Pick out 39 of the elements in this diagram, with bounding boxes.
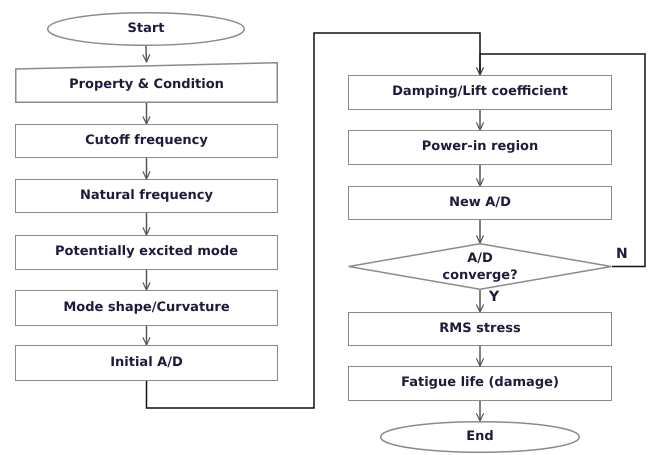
process-box <box>15 124 278 158</box>
input-box <box>15 62 278 103</box>
arrow <box>142 326 151 346</box>
arrow <box>142 158 151 180</box>
step-label: Power-in region <box>422 139 538 156</box>
process-box <box>348 366 612 401</box>
arrow <box>142 213 151 236</box>
arrow <box>142 46 150 63</box>
arrow <box>476 290 484 313</box>
arrow <box>476 220 484 244</box>
process-box <box>348 75 612 110</box>
step-label: New A/D <box>449 194 511 212</box>
step-label: Property & Condition <box>69 77 224 94</box>
process-box <box>15 235 278 270</box>
process-box <box>348 312 612 346</box>
decision-diamond <box>348 243 612 290</box>
step-label: Initial A/D <box>110 354 183 372</box>
arrow <box>142 270 151 291</box>
process-box <box>348 186 612 220</box>
arrow <box>476 346 484 367</box>
step-label: RMS stress <box>439 320 521 338</box>
arrow <box>476 110 484 131</box>
arrow <box>142 103 151 125</box>
arrow <box>476 165 484 187</box>
step-label: Start <box>128 20 164 38</box>
step-label: Potentially excited mode <box>55 244 238 261</box>
step-label: Damping/Lift coefficient <box>392 84 568 101</box>
arrow <box>476 53 646 268</box>
step-label: Natural frequency <box>80 188 213 204</box>
arrow <box>476 401 484 422</box>
step-label: Mode shape/Curvature <box>63 300 230 316</box>
process-box <box>15 179 278 213</box>
process-box <box>15 290 278 326</box>
step-label: Cutoff frequency <box>85 132 208 150</box>
step-label: End <box>466 428 494 446</box>
process-box <box>348 130 612 165</box>
step-label: Fatigue life (damage) <box>401 375 559 392</box>
process-box <box>15 345 278 381</box>
step-label: A/D converge? <box>441 251 519 284</box>
